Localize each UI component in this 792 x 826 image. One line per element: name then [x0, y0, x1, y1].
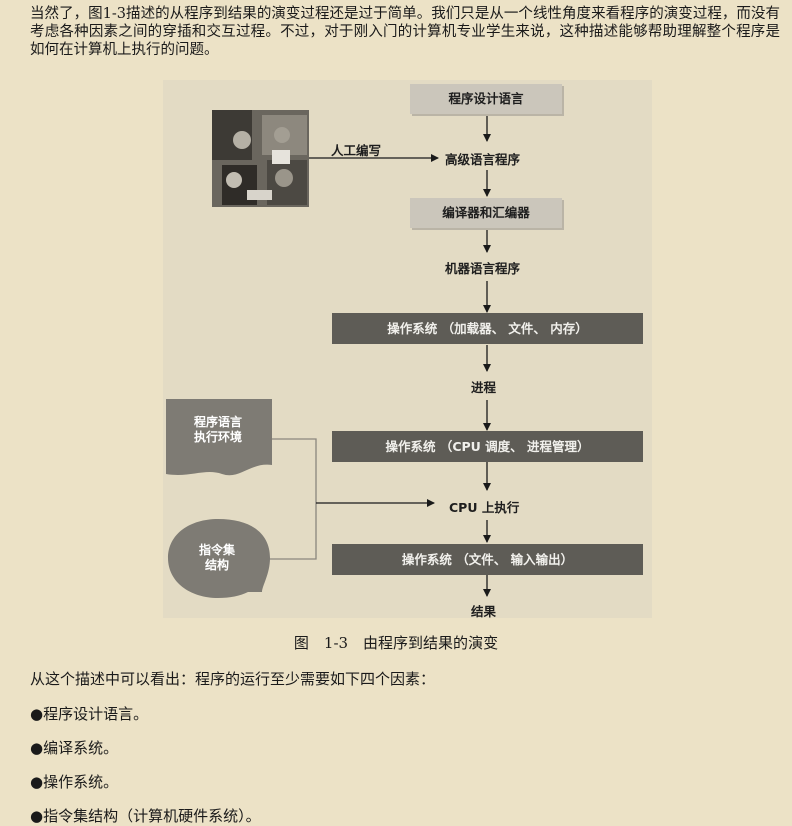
bullet-isa: ●指令集结构（计算机硬件系统）。 [30, 807, 261, 825]
runtime-line-1: 程序语言 [193, 415, 242, 429]
process-label: 进程 [471, 380, 497, 395]
bullet-programming-language: ●程序设计语言。 [30, 705, 149, 723]
high-level-program-label: 高级语言程序 [445, 152, 521, 167]
isa-shape [168, 519, 270, 598]
bullet-compiler-system: ●编译系统。 [30, 739, 119, 757]
os-loader-label: 操作系统 （加载器、 文件、 内存） [387, 321, 588, 336]
cpu-exec-label: CPU 上执行 [449, 500, 520, 515]
isa-label: 指令集 结构 [172, 543, 262, 573]
runtime-line-2: 执行环境 [193, 430, 242, 444]
os-io-label: 操作系统 （文件、 输入输出） [401, 552, 574, 567]
people-photo [212, 110, 309, 207]
os-cpu-box: 操作系统 （CPU 调度、 进程管理） [332, 431, 643, 462]
factors-intro: 从这个描述中可以看出：程序的运行至少需要如下四个因素： [30, 670, 436, 688]
os-loader-box: 操作系统 （加载器、 文件、 内存） [332, 313, 643, 344]
programming-language-box: 程序设计语言 [410, 84, 562, 114]
compiler-box: 编译器和汇编器 [410, 198, 562, 228]
runtime-environment-label: 程序语言 执行环境 [172, 415, 264, 445]
runtime-environment-shape [166, 399, 272, 476]
intro-paragraph: 当然了，图1-3描述的从程序到结果的演变过程还是过于简单。我们只是从一个线性角度… [30, 6, 780, 58]
figure-caption: 图 1-3 由程序到结果的演变 [293, 634, 499, 652]
machine-program-label: 机器语言程序 [445, 261, 521, 276]
isa-line-2: 结构 [204, 558, 229, 572]
manual-writing-label: 人工编写 [331, 143, 382, 158]
result-label: 结果 [471, 604, 497, 619]
programming-language-label: 程序设计语言 [448, 91, 524, 106]
isa-line-1: 指令集 [198, 543, 235, 557]
compiler-label: 编译器和汇编器 [442, 205, 530, 220]
os-io-box: 操作系统 （文件、 输入输出） [332, 544, 643, 575]
os-cpu-label: 操作系统 （CPU 调度、 进程管理） [385, 439, 590, 454]
bullet-operating-system: ●操作系统。 [30, 773, 119, 791]
